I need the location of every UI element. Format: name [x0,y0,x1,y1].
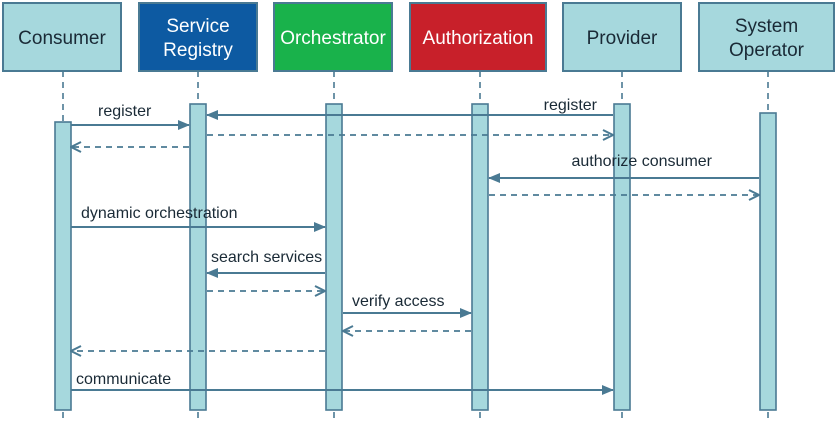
message-communicate: communicate [71,371,614,395]
message-search-services: search services [206,249,325,278]
service-registry-activation-bar [189,103,207,411]
search-services-label: search services [211,249,322,266]
message-verify-access: verify access [343,293,472,318]
service-registry-label-line: Service [166,16,229,37]
orchestrator-box [273,2,393,72]
system-operator-box [698,2,835,72]
provider-box [562,2,682,72]
consumer-register-label: register [98,103,152,120]
authorization-label-line: Authorization [423,28,534,49]
service-registry-box [138,2,258,72]
message-consumer-register: register [71,103,190,130]
provider-register-label: register [544,97,598,114]
orchestrator-activation-bar [325,103,343,411]
consumer-box [2,2,122,72]
system-operator-activation-bar [759,112,777,411]
message-dynamic-orchestration: dynamic orchestration [71,205,326,232]
system-operator-label-line: System [735,16,798,37]
provider-activation-bar [613,103,631,411]
communicate-label: communicate [76,371,171,388]
verify-access-label: verify access [352,293,444,310]
authorize-consumer-label: authorize consumer [571,153,712,170]
system-operator-label-line: Operator [729,40,805,61]
consumer-activation-bar [54,121,72,411]
dynamic-orchestration-label: dynamic orchestration [81,205,238,222]
participant-consumer: Consumer [2,2,122,72]
authorization-activation-bar [471,103,489,411]
message-provider-register: register [206,97,613,120]
consumer-label-line: Consumer [18,28,106,49]
provider-label-line: Provider [587,28,658,49]
authorization-box [409,2,547,72]
message-authorize-consumer: authorize consumer [488,153,759,183]
participant-authorization: Authorization [409,2,547,72]
participant-provider: Provider [562,2,682,72]
service-registry-label-line: Registry [163,40,233,61]
messages: register register authorize consumer dynami… [71,97,759,395]
participant-orchestrator: Orchestrator [273,2,393,72]
orchestrator-label-line: Orchestrator [280,28,386,49]
activation-bars [54,103,777,411]
